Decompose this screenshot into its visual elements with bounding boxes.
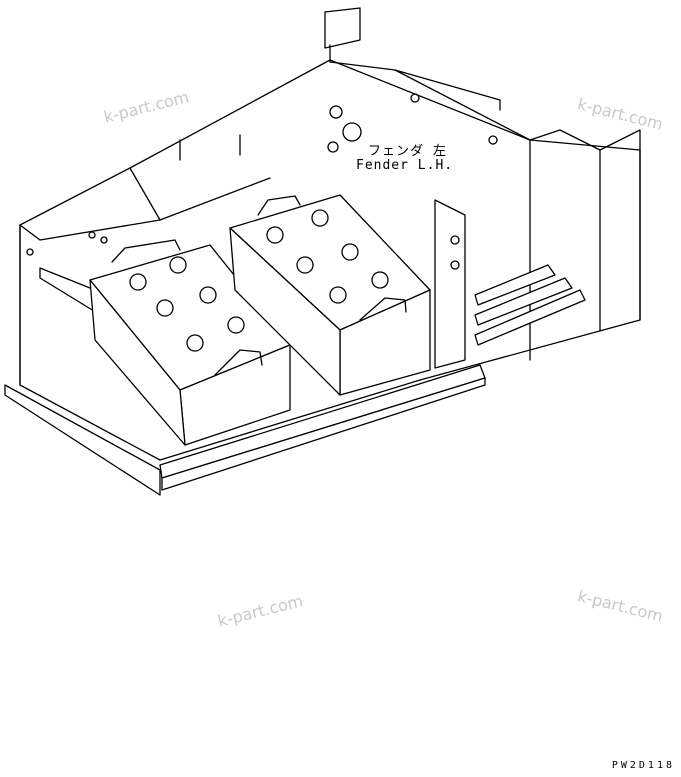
battery-front (89, 239, 291, 446)
part-label-japanese: フェンダ 左 (368, 144, 447, 159)
guide-rails (474, 264, 586, 346)
part-label-english: Fender L.H. (356, 158, 454, 173)
drawing-code: PW2D118 (611, 760, 675, 771)
battery-rear (229, 194, 431, 396)
support-post (434, 199, 466, 369)
battery-tray (159, 364, 486, 491)
